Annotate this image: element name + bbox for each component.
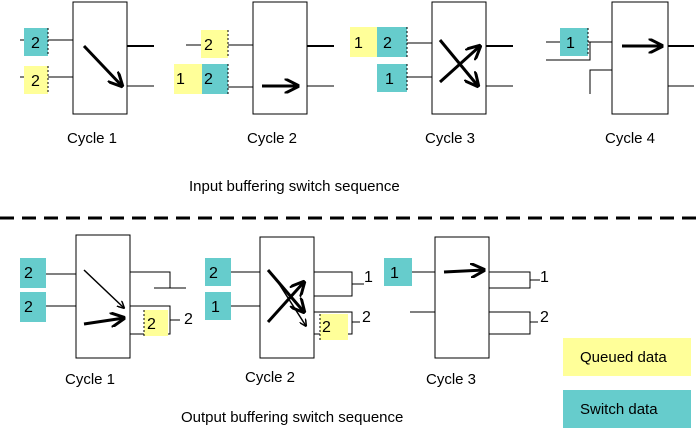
cell-label: 2 [147, 316, 156, 333]
switch-data-cell [384, 258, 412, 286]
route-arrow [443, 270, 484, 272]
switch-data-cell [205, 258, 231, 286]
switch-data-cell [205, 292, 231, 320]
legend-switch-label: Switch data [580, 401, 658, 418]
route-arrow [83, 269, 124, 308]
legend-queued-swatch [563, 338, 691, 376]
cycle-label: Cycle 2 [245, 369, 295, 386]
queued-data-cell [24, 66, 48, 94]
switch-data-cell [202, 64, 228, 94]
legend: Queued data Switch data [563, 338, 691, 428]
cell-label: 2 [204, 71, 213, 88]
switch-data-cell [20, 258, 46, 288]
cell-label: 1 [566, 35, 575, 52]
cycle-label: Cycle 2 [247, 130, 297, 147]
route-arrow [438, 46, 480, 84]
queued-data-cell [320, 314, 348, 340]
cell-label: 2 [31, 73, 40, 90]
cell-label: 2 [31, 35, 40, 52]
cell-label: 1 [176, 71, 185, 88]
switch-box [611, 1, 669, 115]
input-caption: Input buffering switch sequence [189, 178, 400, 195]
switch-box [431, 1, 487, 115]
port-label: 2 [362, 309, 371, 326]
input-cycle-2: 2 1 2 Cycle 2 [174, 1, 334, 147]
output-caption: Output buffering switch sequence [181, 409, 403, 426]
queued-data-cell [174, 64, 202, 94]
cell-label: 1 [354, 35, 363, 52]
port-label: 1 [540, 269, 549, 286]
route-arrow [273, 275, 306, 326]
cell-label: 2 [209, 265, 218, 282]
legend-queued-label: Queued data [580, 349, 667, 366]
switch-data-cell [377, 64, 407, 92]
cell-label: 2 [204, 37, 213, 54]
output-cycle-3: 1 1 2 Cycle 3 [384, 236, 549, 388]
switch-box [75, 234, 131, 359]
switch-box [72, 1, 128, 115]
cell-label: 1 [385, 71, 394, 88]
cell-label: 1 [211, 299, 220, 316]
cycle-label: Cycle 1 [65, 371, 115, 388]
switch-data-cell [20, 292, 46, 322]
cycle-label: Cycle 3 [425, 130, 475, 147]
switch-data-cell [377, 27, 407, 57]
queued-data-cell [144, 310, 168, 336]
route-arrow [83, 318, 124, 324]
cycle-label: Cycle 4 [605, 130, 655, 147]
route-arrow [266, 282, 304, 324]
cell-label: 2 [383, 35, 392, 52]
input-cycle-3: 1 2 1 Cycle 3 [350, 1, 513, 147]
input-cycle-1: 2 2 Cycle 1 [20, 1, 154, 147]
port-label: 1 [364, 269, 373, 286]
switch-box [252, 1, 308, 115]
input-cycle-4: 1 Cycle 4 [546, 1, 694, 147]
queued-data-cell [350, 27, 377, 57]
output-cycle-1: 2 2 2 2 Cycle 1 [20, 234, 193, 388]
cell-label: 2 [24, 265, 33, 282]
cell-label: 2 [24, 299, 33, 316]
switch-box [434, 236, 490, 359]
switch-data-cell [560, 28, 588, 56]
queued-data-cell [201, 30, 228, 58]
port-label: 2 [540, 309, 549, 326]
cycle-label: Cycle 3 [426, 371, 476, 388]
route-arrow [82, 44, 122, 86]
output-cycle-2: 2 1 2 1 2 Cycle 2 [205, 236, 373, 386]
switch-data-cell [24, 28, 48, 56]
legend-switch-swatch [563, 390, 691, 428]
cell-label: 1 [390, 265, 399, 282]
cycle-label: Cycle 1 [67, 130, 117, 147]
cell-label: 2 [322, 319, 331, 336]
port-label: 2 [184, 311, 193, 328]
